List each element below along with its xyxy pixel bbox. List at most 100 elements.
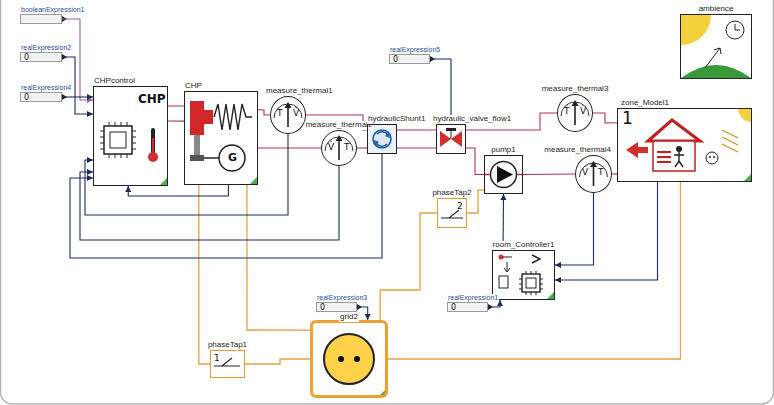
icon-text: 1 [622, 110, 633, 127]
valve-icon [440, 128, 462, 147]
component-name: measure_thermal1 [265, 87, 334, 96]
expression-ports [62, 16, 493, 310]
connector-line [258, 110, 270, 115]
sensor-circle: measure_thermal1TV̇ [270, 96, 306, 134]
icon-text: T [277, 109, 283, 118]
connector [555, 182, 658, 283]
icon-text: V̇ [582, 168, 588, 177]
expression-box: realExpression20 [20, 52, 62, 62]
connector [245, 359, 310, 364]
connector [357, 307, 371, 320]
component-name: measure_thermal4 [543, 146, 612, 155]
connector [62, 94, 93, 100]
connector [258, 147, 321, 148]
connector-line [593, 113, 617, 123]
icon-text: 0 [24, 54, 29, 62]
component-name: ambience [698, 5, 735, 14]
connector [397, 148, 436, 149]
room-controller-icon [499, 255, 555, 300]
connector-line [128, 185, 228, 196]
arrowhead [125, 186, 131, 192]
icon-text: 0 [393, 56, 398, 64]
sensor-circle: measure_thermal4V̇T [575, 155, 612, 193]
component-box: phaseTap11 [210, 350, 245, 378]
arrowhead [555, 277, 561, 283]
connector-line [466, 148, 484, 175]
expression-box: realExpression10 [447, 302, 488, 312]
connector-line [357, 147, 367, 148]
component-name: grid2 [339, 313, 359, 322]
component-box: hydraulicShunt1 [367, 124, 397, 154]
connector [523, 174, 575, 176]
connector [168, 106, 184, 107]
component-name: hydraulicShunt1 [367, 115, 426, 124]
connector [380, 213, 437, 320]
connector [258, 110, 270, 115]
icon-text: V̇ [293, 109, 299, 118]
icon-text: 0 [451, 304, 456, 312]
connector-line [168, 105, 184, 106]
connector-line [380, 213, 437, 320]
sensor-circle: measure_thermal2V̇T [321, 130, 357, 166]
component-name: realExpression3 [316, 294, 368, 302]
component-box: zone_Model11 [617, 108, 752, 182]
component-name: realExpression5 [389, 46, 441, 54]
connector [555, 193, 594, 268]
connector [80, 166, 339, 240]
connector-line [245, 359, 310, 364]
arrowhead [555, 262, 561, 268]
connector-line [168, 120, 184, 121]
connector [466, 148, 484, 175]
component-name: CHP [184, 82, 203, 91]
component-name: realExpression1 [447, 294, 499, 302]
component-name: phaseTap1 [207, 341, 248, 350]
icon-text: 1 [214, 354, 220, 363]
component-box: ambience [680, 14, 752, 79]
connector [125, 185, 228, 196]
connector [199, 185, 210, 364]
icon-text: T [598, 168, 604, 177]
component-box: grid2 [310, 320, 388, 398]
icon-text: V̇ [328, 143, 334, 152]
connector [168, 121, 184, 122]
icon-text: CHP [138, 93, 166, 105]
controller-icon [100, 122, 167, 185]
component-box: room_Controller1 [492, 250, 555, 300]
ambience-icon [681, 15, 751, 78]
icon-text: T [564, 107, 570, 116]
connector [397, 130, 436, 131]
zone-icon [626, 108, 752, 181]
expression-box: booleanExpression1 [20, 14, 62, 24]
connector-line [199, 185, 210, 364]
icon-text: 0 [24, 94, 29, 102]
expression-box: realExpression50 [389, 54, 430, 64]
connector [593, 113, 617, 123]
expression-box: realExpression40 [20, 92, 62, 102]
sensor-circle: measure_thermal3TV̇ [557, 94, 593, 132]
component-name: room_Controller1 [492, 241, 556, 250]
connector-line [555, 182, 658, 280]
component-box: CHPG [184, 91, 258, 185]
component-name: hydraulic_valve_flow1 [432, 115, 512, 124]
connector-line [388, 182, 680, 359]
component-box: pump1 [484, 155, 523, 194]
component-name: booleanExpression1 [20, 6, 85, 14]
component-name: pump1 [490, 146, 516, 155]
component-box: CHPcontrolCHP [93, 86, 168, 186]
chp-icon [190, 101, 257, 184]
connector [388, 182, 680, 359]
component-name: measure_thermal2 [305, 121, 374, 130]
component-name: phaseTap2 [431, 189, 472, 198]
connector [70, 154, 382, 258]
component-name: realExpression4 [20, 84, 72, 92]
grid-icon [324, 334, 386, 396]
expression-box: realExpression30 [316, 302, 357, 312]
icon-text: 0 [320, 304, 325, 312]
component-name: zone_Model1 [620, 99, 670, 108]
connector-line [397, 129, 436, 130]
icon-text: G [228, 152, 237, 163]
component-name: realExpression2 [20, 44, 72, 52]
connector [357, 148, 367, 149]
